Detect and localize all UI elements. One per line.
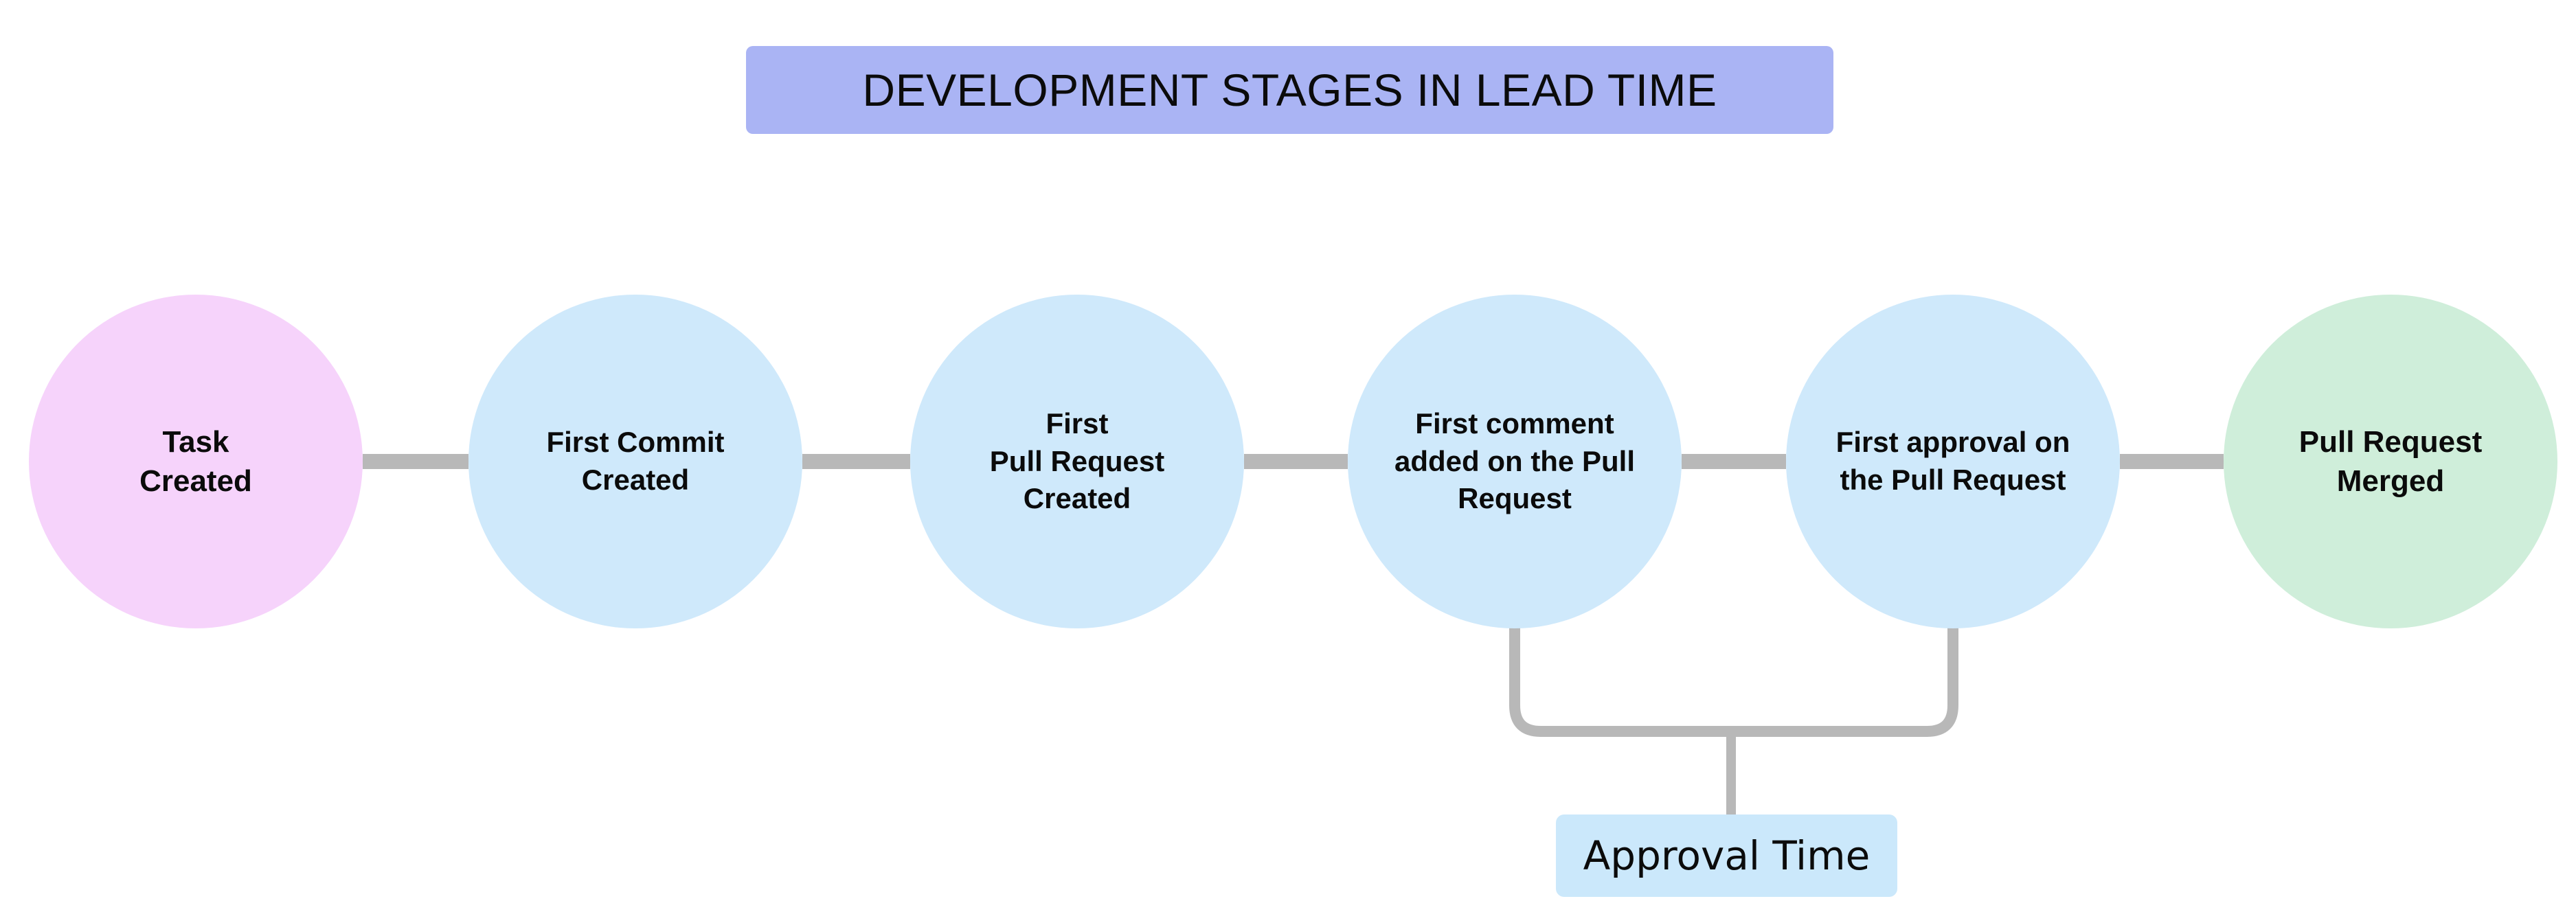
connector-first-pr-to-first-comment xyxy=(1244,454,1348,469)
stage-label-pull-request-merged: Pull Request Merged xyxy=(2298,424,2483,498)
diagram-title-text: DEVELOPMENT STAGES IN LEAD TIME xyxy=(862,65,1717,115)
approval-time-label-text: Approval Time xyxy=(1583,832,1871,879)
stage-label-first-approval: First approval on the Pull Request xyxy=(1835,426,2070,496)
stage-first-pull-request-created[interactable]: First Pull Request Created xyxy=(910,295,1244,628)
stage-task-created[interactable]: Task Created xyxy=(29,295,363,628)
stage-pull-request-merged[interactable]: Pull Request Merged xyxy=(2224,295,2557,628)
stage-first-approval[interactable]: First approval on the Pull Request xyxy=(1786,295,2120,628)
stage-first-commit-created[interactable]: First Commit Created xyxy=(468,295,802,628)
connector-first-approval-to-pr-merged xyxy=(2120,454,2224,469)
connector-first-commit-to-first-pr xyxy=(802,454,910,469)
stage-label-first-comment-added: First comment added on the Pull Request xyxy=(1394,407,1635,515)
approval-time-label-box[interactable]: Approval Time xyxy=(1556,814,1897,897)
connector-first-comment-to-first-approval xyxy=(1682,454,1786,469)
stage-label-first-commit-created: First Commit Created xyxy=(546,426,725,496)
stage-first-comment-added[interactable]: First comment added on the Pull Request xyxy=(1348,295,1682,628)
stage-label-first-pull-request-created: First Pull Request Created xyxy=(989,407,1165,515)
stage-label-task-created: Task Created xyxy=(139,424,252,498)
diagram-title-box: DEVELOPMENT STAGES IN LEAD TIME xyxy=(746,46,1833,134)
connector-task-to-first-commit xyxy=(363,454,468,469)
